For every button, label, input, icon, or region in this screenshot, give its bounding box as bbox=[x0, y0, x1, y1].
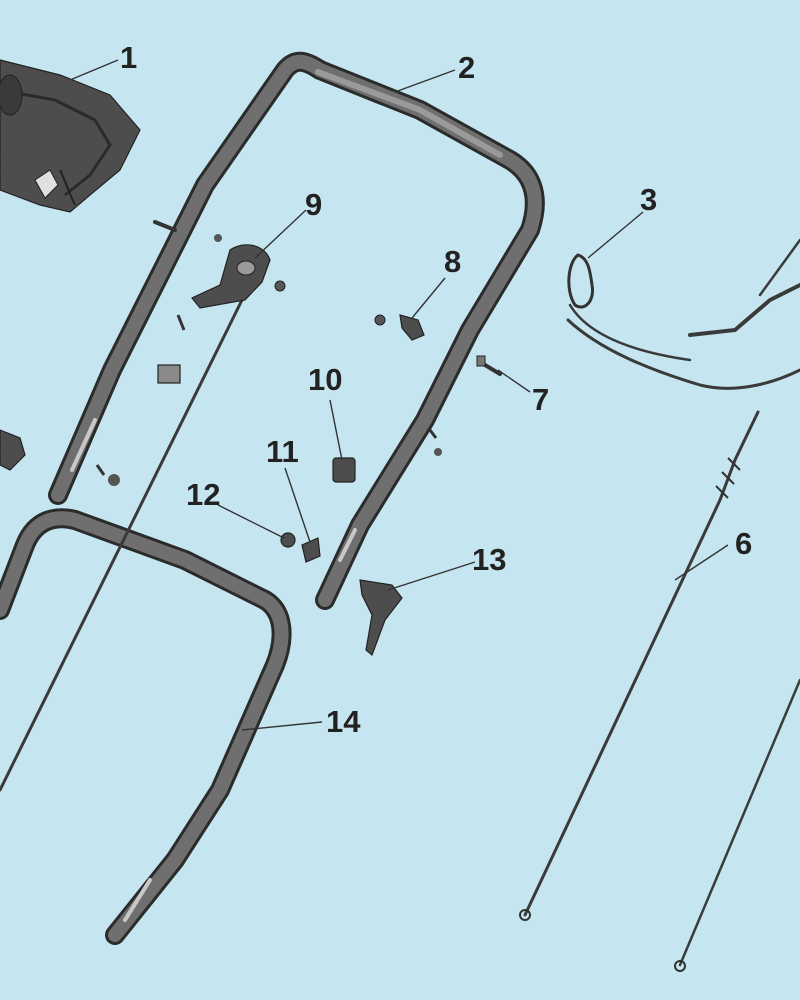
callout-14: 14 bbox=[326, 704, 361, 739]
callout-1: 1 bbox=[120, 40, 137, 75]
part-3-cable-assembly bbox=[566, 238, 800, 390]
callout-10: 10 bbox=[308, 362, 342, 397]
callout-6: 6 bbox=[735, 526, 752, 561]
part-7-bolt bbox=[476, 355, 502, 376]
leader-lines bbox=[69, 59, 729, 731]
part-12-nut bbox=[280, 532, 296, 548]
loose-hardware bbox=[0, 220, 442, 486]
part-6-control-cable bbox=[519, 410, 800, 972]
part-8-fastener bbox=[374, 314, 425, 341]
part-2-upper-handle bbox=[48, 51, 545, 610]
callout-12: 12 bbox=[186, 477, 220, 512]
part-1-cover bbox=[0, 59, 141, 213]
part-13-lever bbox=[359, 579, 403, 657]
callout-labels: 1 2 3 6 7 8 9 10 11 12 13 14 bbox=[120, 40, 752, 739]
callout-13: 13 bbox=[472, 542, 506, 577]
callout-2: 2 bbox=[458, 50, 475, 85]
part-9-lever-with-rod bbox=[0, 244, 271, 792]
callout-3: 3 bbox=[640, 182, 657, 217]
part-10-clip bbox=[332, 457, 356, 483]
callout-8: 8 bbox=[444, 244, 461, 279]
part-11-knob bbox=[301, 537, 321, 563]
callout-11: 11 bbox=[266, 434, 299, 469]
callout-7: 7 bbox=[532, 382, 549, 417]
part-14-lower-handle bbox=[0, 508, 292, 945]
callout-9: 9 bbox=[305, 187, 322, 222]
